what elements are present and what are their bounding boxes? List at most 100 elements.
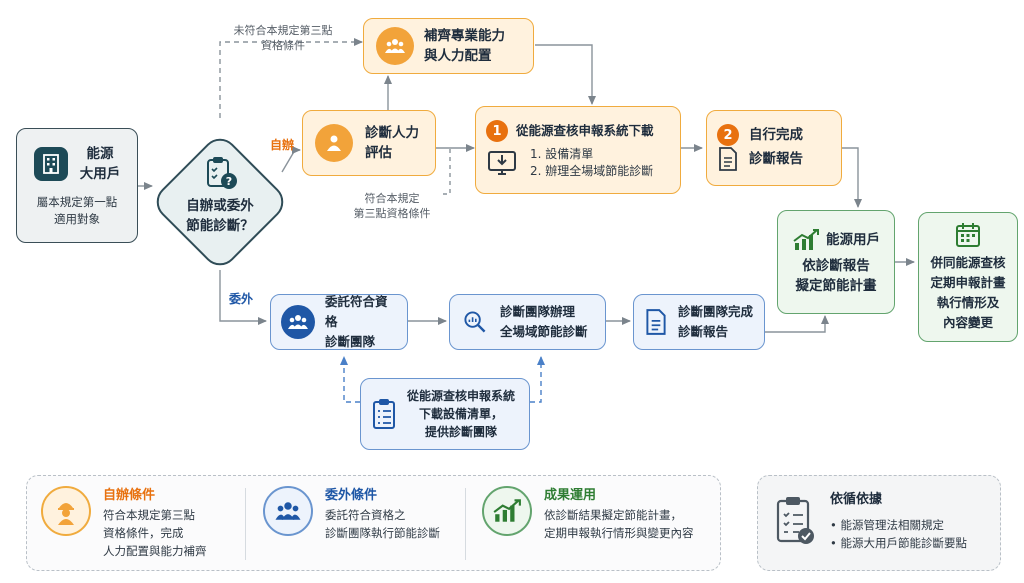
energy-user-title-1: 能源 (86, 145, 114, 162)
team-diag-line-1: 診斷團隊辦理 (500, 304, 576, 319)
step2-node: 2 自行完成 診斷報告 (706, 110, 842, 186)
label-qualified: 符合本規定 第三點資格條件 (337, 191, 447, 221)
legend-outsource: 委外條件 委託符合資格之 診斷團隊執行節能診斷 (263, 486, 440, 542)
report-node: 併同能源查核 定期申報計畫 執行情形及 內容變更 (918, 212, 1018, 342)
legend-self-line-1: 符合本規定第三點 (103, 508, 195, 522)
label-not-qualified: 未符合本規定第三點 資格條件 (213, 23, 353, 53)
clipboard-question-icon: ? (201, 154, 239, 192)
monitor-download-icon (486, 147, 518, 179)
legend-result-line-2: 定期申報執行情形與變更內容 (544, 526, 694, 540)
growth-chart-icon (792, 228, 820, 252)
decision-content: ? 自辦或委外 節能診斷？ (152, 140, 288, 250)
magnifier-chart-icon (460, 307, 490, 337)
report-line-2: 定期申報計畫 (930, 275, 1006, 290)
arrow-decision-to-entrust (219, 270, 267, 325)
team-icon (376, 27, 414, 65)
arrow-supplement-to-step1 (535, 44, 596, 105)
step1-title: 從能源查核申報系統下載 (516, 123, 654, 138)
report-line-3: 執行情形及 (936, 295, 1000, 310)
legend-self-line-3: 人力配置與能力補齊 (103, 544, 207, 558)
team-report-node: 診斷團隊完成 診斷報告 (633, 294, 765, 350)
decision-line-1: 自辦或委外 (186, 198, 254, 214)
step1-item-1: 1. 設備清單 (530, 147, 594, 161)
label-outsource: 委外 (229, 292, 254, 306)
team-report-line-2: 診斷報告 (678, 324, 729, 339)
download-list-line-1: 從能源查核申報系統 (407, 389, 516, 403)
plan-line-2: 依診斷報告 (802, 258, 870, 274)
legend-outsource-line-2: 診斷團隊執行節能診斷 (325, 526, 440, 540)
basis-item-1: • 能源管理法相關規定 (830, 518, 944, 532)
team-diag-line-2: 全場域節能診斷 (500, 324, 588, 339)
energy-user-sub-2: 適用對象 (54, 211, 100, 226)
entrust-line-1: 委託符合資格 (325, 294, 388, 329)
supplement-line-1: 補齊專業能力 (424, 28, 505, 44)
team-icon (281, 305, 315, 339)
download-list-line-2: 下載設備清單， (419, 407, 504, 421)
arrow-decision-to-staff (281, 146, 301, 173)
person-icon (315, 124, 353, 162)
document-icon (644, 308, 668, 336)
calendar-icon (954, 221, 982, 249)
team-report-line-1: 診斷團隊完成 (678, 304, 754, 319)
legend-divider (465, 488, 466, 560)
legend-self-line-2: 資格條件，完成 (103, 526, 184, 540)
download-list-line-3: 提供診斷團隊 (425, 425, 498, 439)
decision-line-2: 節能診斷？ (186, 218, 254, 234)
label-qualified-2: 第三點資格條件 (353, 207, 431, 220)
staff-eval-line-2: 評估 (365, 145, 392, 161)
label-self: 自辦 (270, 138, 295, 152)
step2-line-2: 診斷報告 (749, 151, 803, 167)
download-list-node: 從能源查核申報系統 下載設備清單， 提供診斷團隊 (360, 378, 530, 450)
arrow-download-to-entrust (340, 356, 360, 403)
entrust-node: 委託符合資格 診斷團隊 (270, 294, 408, 350)
document-icon (717, 146, 739, 172)
basis-item-2: • 能源大用戶節能診斷要點 (830, 536, 967, 550)
report-line-4: 內容變更 (942, 315, 993, 330)
step1-item-2: 2. 辦理全場域節能診斷 (530, 164, 654, 178)
legend-result: 成果運用 依診斷結果擬定節能計畫， 定期申報執行情形與變更內容 (482, 486, 694, 542)
legend-self-title: 自辦條件 (103, 488, 156, 503)
entrust-line-2: 診斷團隊 (325, 334, 376, 349)
basis-panel: 依循依據 • 能源管理法相關規定 • 能源大用戶節能診斷要點 (757, 475, 1001, 571)
team-icon (263, 486, 313, 536)
label-qualified-1: 符合本規定 (364, 192, 420, 205)
arrow-report-to-plan (765, 315, 829, 333)
legend-result-line-1: 依診斷結果擬定節能計畫， (544, 508, 682, 522)
supplement-node: 補齊專業能力 與人力配置 (363, 18, 534, 74)
plan-line-1: 能源用戶 (826, 232, 880, 248)
step1-node: 1 從能源查核申報系統下載 1. 設備清單 2. 辦理全場域節能診斷 (475, 106, 681, 194)
basis-title: 依循依據 (830, 492, 883, 507)
step1-badge: 1 (486, 120, 508, 142)
svg-text:?: ? (226, 175, 232, 188)
clipboard-check-icon (774, 494, 816, 548)
legend-outsource-title: 委外條件 (325, 488, 378, 503)
legend-divider (245, 488, 246, 560)
worker-icon (41, 486, 91, 536)
arrow-step2-to-plan (842, 147, 862, 208)
checklist-icon (371, 398, 397, 430)
plan-line-3: 擬定節能計畫 (795, 278, 877, 294)
supplement-line-2: 與人力配置 (424, 48, 492, 64)
step2-badge: 2 (717, 124, 739, 146)
label-not-qualified-1: 未符合本規定第三點 (233, 24, 333, 37)
energy-user-sub-1: 屬本規定第一點 (36, 194, 118, 209)
staff-eval-node: 診斷人力 評估 (302, 110, 436, 176)
arrow-qualified (443, 148, 451, 195)
building-icon (33, 146, 68, 181)
legend-self: 自辦條件 符合本規定第三點 資格條件，完成 人力配置與能力補齊 (41, 486, 207, 560)
legend-panel: 自辦條件 符合本規定第三點 資格條件，完成 人力配置與能力補齊 委外條件 委託符… (26, 475, 721, 571)
energy-user-node: 能源 大用戶 屬本規定第一點 適用對象 (16, 128, 138, 243)
plan-node: 能源用戶 依診斷報告 擬定節能計畫 (777, 210, 895, 314)
team-diag-node: 診斷團隊辦理 全場域節能診斷 (449, 294, 606, 350)
growth-chart-icon (482, 486, 532, 536)
energy-user-title-2: 大用戶 (79, 165, 121, 182)
arrow-download-to-teamdiag (530, 356, 545, 403)
arrow-not-qualified (219, 38, 363, 118)
label-not-qualified-2: 資格條件 (261, 39, 305, 52)
step2-line-1: 自行完成 (749, 127, 803, 143)
legend-outsource-line-1: 委託符合資格之 (325, 508, 406, 522)
report-line-1: 併同能源查核 (930, 255, 1006, 270)
legend-result-title: 成果運用 (544, 488, 597, 503)
staff-eval-line-1: 診斷人力 (365, 125, 419, 141)
